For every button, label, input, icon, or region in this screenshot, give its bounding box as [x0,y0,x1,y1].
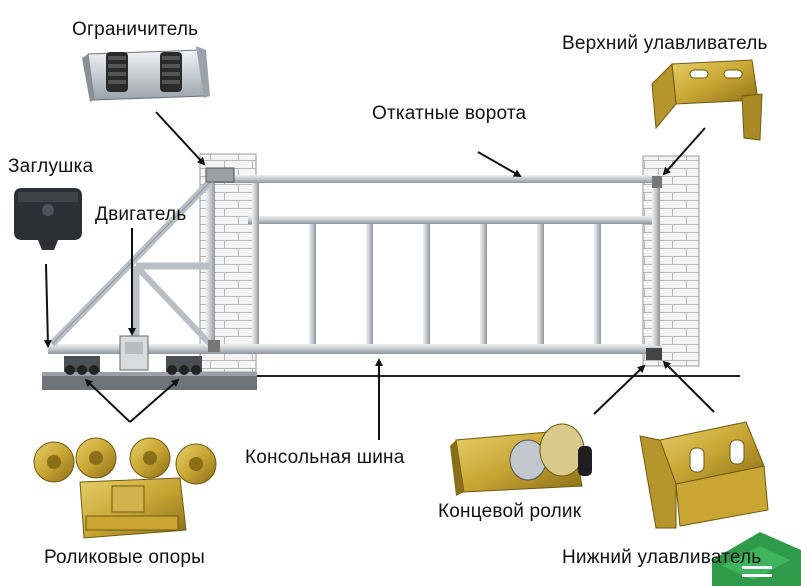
label-motor: Двигатель [95,204,187,225]
roller-carriage-part-icon [33,437,217,539]
gate-frame [48,167,662,360]
label-end-roller: Концевой ролик [438,501,582,522]
label-plug: Заглушка [8,156,94,177]
label-roller-supports: Роликовые опоры [44,547,206,568]
label-upper-catcher: Верхний улавливатель [562,33,768,54]
limiter-part-icon [82,46,210,102]
plug-part-icon [14,188,82,250]
foundation-slab [42,372,257,390]
label-cantilever-rail: Консольная шина [245,447,405,468]
label-sliding-gate: Откатные ворота [372,103,527,124]
roller-carriages-on-gate [64,356,202,375]
label-lower-catcher: Нижний улавливатель [562,547,762,568]
callout-arrows [43,111,715,440]
label-limiter: Ограничитель [72,19,199,40]
motor-unit [119,335,149,371]
right-brick-pillar [642,155,700,367]
lower-catcher-part-icon [639,421,769,529]
brand-logo-icon [712,532,801,586]
end-roller-part-icon [450,423,592,496]
upper-catcher-part-icon [651,59,763,141]
